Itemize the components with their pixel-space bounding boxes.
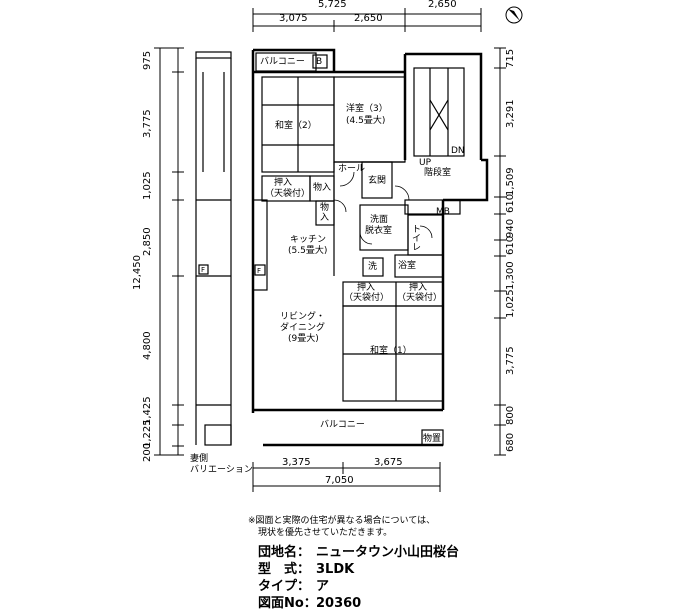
mono2a-label: 物 (320, 203, 330, 213)
dim-right-0: 715 (505, 48, 516, 68)
oshiire-r-label: 押入 (409, 283, 428, 293)
f-mark-left: F (201, 266, 206, 274)
dim-top-total: 5,725 (318, 0, 347, 10)
danchi-label: 団地名： (258, 545, 311, 560)
dim-bottom-total: 7,050 (325, 475, 354, 486)
oshiire-top-label: 押入 (274, 178, 293, 188)
dim-top-b: 2,650 (354, 13, 383, 24)
kata-value: 3LDK (316, 562, 355, 577)
dim-left-3: 2,850 (142, 227, 153, 256)
type-value: ア (316, 579, 330, 594)
yokushitsu-label: 浴室 (398, 261, 417, 271)
note-line2: 現状を優先させていただきます。 (258, 528, 393, 538)
yoshitsu-size: (4.5畳大) (346, 116, 386, 126)
info-danchi: 団地名： ニュータウン小山田桜台 (258, 545, 459, 561)
living-size: (9畳大) (288, 334, 319, 344)
b-mark: B (316, 57, 323, 67)
living-label-a: リビング・ (280, 312, 326, 322)
dim-right-9: 800 (505, 405, 516, 425)
zumen-value: 20360 (316, 596, 362, 611)
washitsu2-label: 和室（2） (275, 121, 317, 131)
toilet-label: トイレ (412, 225, 422, 253)
dim-left-total-label: 12,450 (132, 255, 143, 290)
senmen-label-b: 脱衣室 (365, 226, 393, 236)
dim-right-6: 1,300 (505, 261, 516, 290)
note-line1: ※図面と実際の住宅が異なる場合については、 (248, 516, 436, 526)
dim-right-5: 610 (505, 235, 516, 255)
kata-label: 型 式： (258, 562, 311, 577)
kaidanshitsu-label: 階段室 (424, 168, 452, 178)
living-label-b: ダイニング (280, 323, 326, 333)
oshiire-r-sub: （天袋付） (397, 293, 443, 303)
info-kata: 型 式： 3LDK (258, 562, 354, 578)
mono1-label: 物入 (313, 183, 332, 193)
oshiire-top-sub: （天袋付） (265, 189, 311, 199)
dim-left-4: 4,800 (142, 331, 153, 360)
kitchen-label: キッチン (290, 235, 327, 245)
dim-top-a: 3,075 (279, 13, 308, 24)
washitsu1-label: 和室（1） (370, 346, 412, 356)
variation-label-b: バリエーション (190, 465, 253, 475)
sen-label: 洗 (368, 262, 378, 272)
hall-label: ホール (338, 164, 366, 174)
zumen-label: 図面No： (258, 596, 317, 611)
dim-left-1: 3,775 (142, 109, 153, 138)
monooki-label: 物置 (423, 434, 442, 444)
oshiire-l-sub: （天袋付） (344, 293, 390, 303)
senmen-label-a: 洗面 (370, 215, 389, 225)
info-zumen: 図面No：20360 (258, 596, 361, 612)
f-mark-right: F (257, 267, 262, 275)
dim-left-0: 975 (142, 50, 153, 70)
dn-label: DN (451, 146, 465, 156)
dim-top-right: 2,650 (428, 0, 457, 10)
dim-right-10: 680 (505, 432, 516, 452)
compass-icon (505, 6, 523, 24)
dim-right-1: 3,291 (505, 99, 516, 128)
info-type: タイプ： ア (258, 579, 329, 595)
balcony-top-label: バルコニー (260, 57, 305, 67)
oshiire-l-label: 押入 (357, 283, 376, 293)
dim-right-7: 1,025 (505, 289, 516, 318)
type-label: タイプ： (258, 579, 311, 594)
kitchen-size: (5.5畳大) (288, 246, 328, 256)
dim-bottom-a: 3,375 (282, 457, 311, 468)
dim-right-8: 3,775 (505, 346, 516, 375)
danchi-value: ニュータウン小山田桜台 (316, 545, 460, 560)
genkan-label: 玄関 (368, 176, 387, 186)
variation-label-a: 妻側 (190, 454, 209, 464)
mono2b-label: 入 (320, 213, 330, 223)
mb-label: MB (436, 207, 450, 217)
dim-left-2: 1,025 (142, 171, 153, 200)
dim-right-2: 1,509 (505, 167, 516, 196)
yoshitsu-label: 洋室（3） (346, 104, 388, 114)
up-label: UP (419, 158, 432, 168)
dim-bottom-b: 3,675 (374, 457, 403, 468)
balcony-bottom-label: バルコニー (320, 420, 365, 430)
dim-right-3: 610 (505, 193, 516, 213)
dim-left-7: 200 (142, 442, 153, 462)
